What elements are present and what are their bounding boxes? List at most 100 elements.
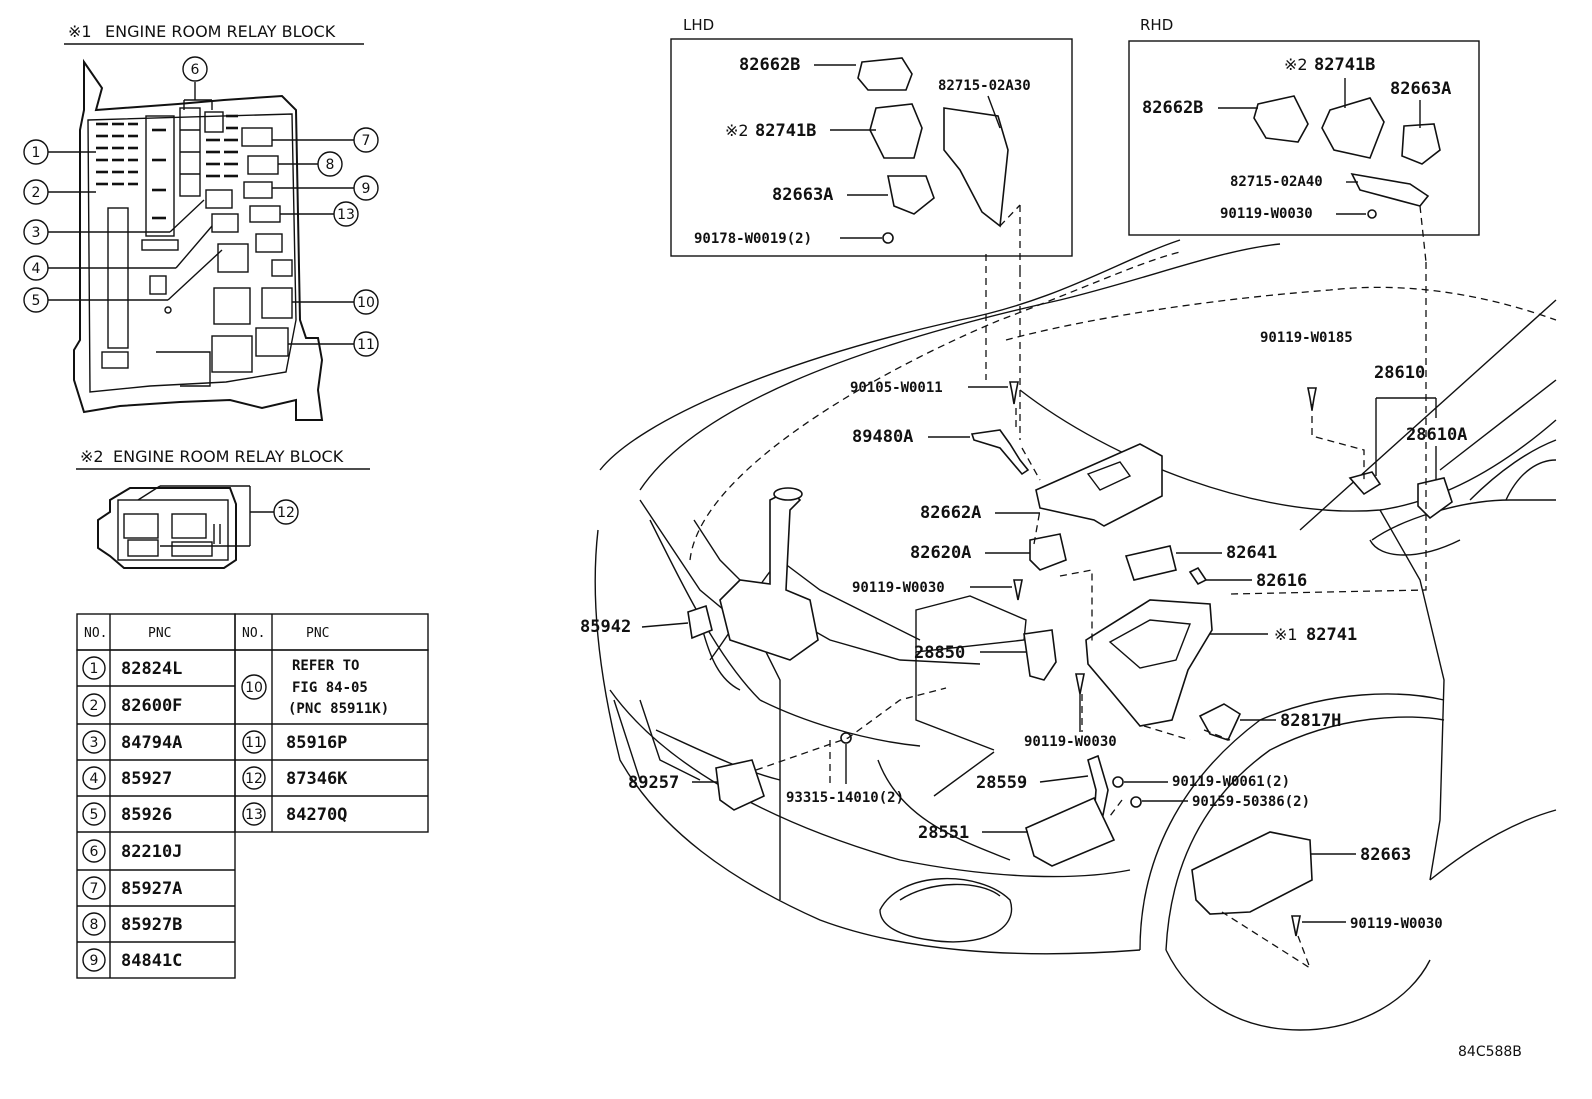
table-row-pnc-line: (PNC 85911K) bbox=[288, 701, 389, 717]
washer-reservoir bbox=[719, 489, 819, 661]
callout-13: 13 bbox=[337, 207, 355, 223]
part-label: 90119-W0030 bbox=[852, 580, 945, 596]
table-row-no: 7 bbox=[90, 881, 99, 897]
pnc-table: NO. PNC NO. PNC 1 82824L 2 82600F 3 8479… bbox=[76, 613, 429, 979]
lhd-part-label: 90178-W0019(2) bbox=[694, 231, 812, 247]
part-label: 28850 bbox=[914, 643, 965, 663]
table-row-pnc: 82210J bbox=[121, 842, 182, 862]
block1-title: ENGINE ROOM RELAY BLOCK bbox=[105, 22, 336, 41]
callout-4: 4 bbox=[32, 261, 41, 277]
rhd-part-label: 82663A bbox=[1390, 79, 1451, 99]
rhd-part-label: 90119-W0030 bbox=[1220, 206, 1313, 222]
table-row-pnc: 84794A bbox=[121, 733, 182, 753]
block1-callouts: 1 2 3 4 5 6 7 8 9 13 10 11 bbox=[23, 56, 379, 357]
table-row-no: 4 bbox=[90, 771, 99, 787]
callout-6: 6 bbox=[191, 62, 200, 78]
table-row-no: 11 bbox=[245, 735, 263, 751]
table-row-no: 5 bbox=[90, 807, 99, 823]
table-row-no: 1 bbox=[90, 661, 99, 677]
lhd-part-label: 82741B bbox=[755, 121, 816, 141]
table-row-pnc: 82600F bbox=[121, 696, 182, 716]
part-label: 89257 bbox=[628, 773, 679, 793]
callout-12: 12 bbox=[277, 505, 295, 521]
part-label: 82741 bbox=[1306, 625, 1357, 645]
bracket-part bbox=[943, 107, 1009, 228]
lhd-part-label: 82662B bbox=[739, 55, 800, 75]
table-row-no: 6 bbox=[90, 844, 99, 860]
rhd-part-label: 82741B bbox=[1314, 55, 1375, 75]
part-label: 82620A bbox=[910, 543, 971, 563]
block1-marker: ※1 bbox=[68, 22, 92, 41]
table-header-no: NO. bbox=[84, 626, 107, 641]
part-label: 93315-14010(2) bbox=[786, 790, 904, 806]
bracket-part bbox=[1350, 172, 1430, 207]
rhd-box: RHD ※2 82741B 82662B 82663A 82715-02A40 … bbox=[1128, 16, 1480, 263]
block2-marker: ※2 bbox=[80, 447, 104, 466]
part-label: 90119-W0030 bbox=[1024, 734, 1117, 750]
table-row-pnc: 85927B bbox=[121, 915, 182, 935]
relay-block-part bbox=[869, 103, 923, 159]
callout-3: 3 bbox=[32, 225, 41, 241]
table-row-pnc: 84841C bbox=[121, 951, 182, 971]
lhd-part-label: 82663A bbox=[772, 185, 833, 205]
callout-5: 5 bbox=[32, 293, 41, 309]
table-header-pnc: PNC bbox=[148, 626, 171, 641]
block2-title: ENGINE ROOM RELAY BLOCK bbox=[113, 447, 344, 466]
part-label: 82641 bbox=[1226, 543, 1277, 563]
lhd-box: LHD 82662B 82715-02A30 ※2 82741B 82663A … bbox=[670, 16, 1073, 270]
rhd-part-label: 82715-02A40 bbox=[1230, 174, 1323, 190]
table-row-no: 9 bbox=[90, 953, 99, 969]
part-label: 82817H bbox=[1280, 711, 1341, 731]
callout-1: 1 bbox=[32, 145, 41, 161]
callout-8: 8 bbox=[326, 157, 335, 173]
table-row-pnc: 82824L bbox=[121, 659, 182, 679]
lhd-part-label: 82715-02A30 bbox=[938, 78, 1031, 94]
rhd-title: RHD bbox=[1140, 16, 1173, 34]
table-row-pnc: 85926 bbox=[121, 805, 172, 825]
table-row-no: 10 bbox=[245, 680, 263, 696]
table-row-no: 3 bbox=[90, 735, 99, 751]
relay-block-2-drawing: 12 bbox=[97, 485, 299, 569]
part-label: 85942 bbox=[580, 617, 631, 637]
part-label: 28559 bbox=[976, 773, 1027, 793]
table-row-pnc: 87346K bbox=[286, 769, 348, 789]
part-marker: ※1 bbox=[1274, 625, 1298, 644]
table-row-pnc-line: FIG 84-05 bbox=[292, 680, 368, 696]
callout-9: 9 bbox=[362, 181, 371, 197]
main-parts-shapes bbox=[687, 254, 1453, 970]
part-label: 90119-W0185 bbox=[1260, 330, 1353, 346]
relay-cover-part bbox=[857, 57, 913, 91]
lhd-part-marker: ※2 bbox=[725, 121, 749, 140]
relay-block-part bbox=[1321, 97, 1385, 159]
part-label: 82663 bbox=[1360, 845, 1411, 865]
part-label: 90119-W0061(2) bbox=[1172, 774, 1290, 790]
holder-part bbox=[1401, 123, 1441, 165]
table-row-no: 12 bbox=[245, 771, 263, 787]
part-label: 82616 bbox=[1256, 571, 1307, 591]
part-label: 28610 bbox=[1374, 363, 1425, 383]
diagram-code: 84C588B bbox=[1458, 1044, 1522, 1060]
table-row-pnc: 85916P bbox=[286, 733, 347, 753]
relay-block-1-drawing bbox=[73, 58, 324, 421]
part-label: 82662A bbox=[920, 503, 981, 523]
rhd-part-label: 82662B bbox=[1142, 98, 1203, 118]
part-label: 90105-W0011 bbox=[850, 380, 943, 396]
car-body-outline bbox=[594, 239, 1557, 1031]
table-row-pnc: 85927 bbox=[121, 769, 172, 789]
table-header-no-2: NO. bbox=[242, 626, 265, 641]
part-label: 89480A bbox=[852, 427, 913, 447]
table-row-pnc: 85927A bbox=[121, 879, 182, 899]
callout-11: 11 bbox=[357, 337, 375, 353]
part-label: 28610A bbox=[1406, 425, 1467, 445]
part-label: 90159-50386(2) bbox=[1192, 794, 1310, 810]
table-row-no: 2 bbox=[90, 698, 99, 714]
part-label: 90119-W0030 bbox=[1350, 916, 1443, 932]
callout-7: 7 bbox=[362, 133, 371, 149]
lhd-title: LHD bbox=[683, 16, 714, 34]
part-label: 28551 bbox=[918, 823, 969, 843]
main-part-labels: 90119-W0185 28610 28610A 90105-W0011 894… bbox=[580, 330, 1467, 932]
callout-2: 2 bbox=[32, 185, 41, 201]
table-row-no: 13 bbox=[245, 807, 263, 823]
table-row-no: 8 bbox=[90, 917, 99, 933]
